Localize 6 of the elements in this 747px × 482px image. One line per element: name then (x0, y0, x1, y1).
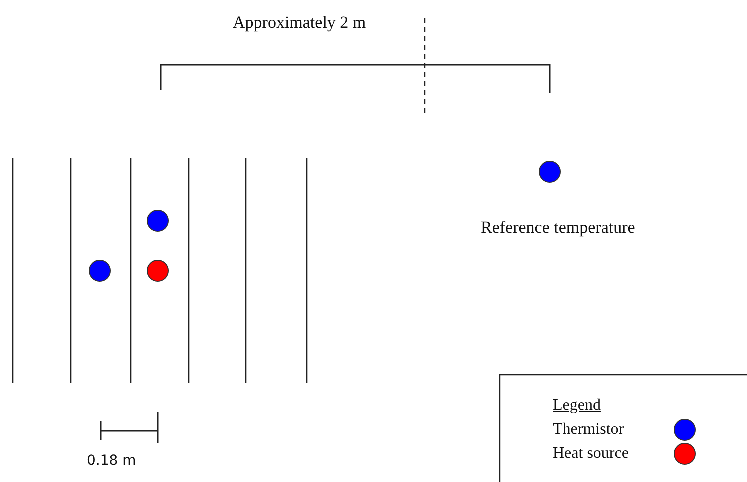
legend-label: Heat source (553, 444, 629, 464)
dimension-label: 0.18 m (87, 452, 136, 471)
legend-heading: Legend (553, 396, 601, 416)
reference-label: Reference temperature (481, 218, 636, 238)
dimension-label: Approximately 2 m (233, 13, 366, 33)
legend-label: Thermistor (553, 420, 624, 440)
